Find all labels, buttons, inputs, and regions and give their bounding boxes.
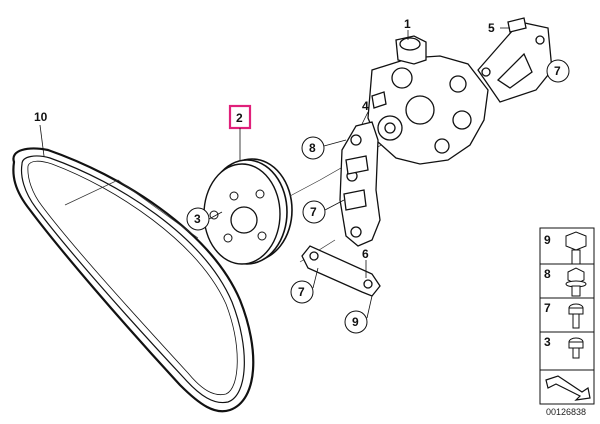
legend-label-8: 8 [544,267,551,281]
callout-5: 5 [488,21,495,35]
pulley[interactable] [203,158,293,265]
callout-9: 9 [352,315,359,329]
callout-8: 8 [309,141,316,155]
callout-7-upper: 7 [554,64,561,78]
bolt-hex-flange-icon [565,267,587,297]
callout-7-lower: 7 [298,285,305,299]
bolt-hex-long-icon [565,231,587,265]
callout-1: 1 [404,17,411,31]
callout-6: 6 [362,247,369,261]
callout-4: 4 [362,99,369,113]
drive-belt[interactable] [12,147,255,413]
mounting-bracket[interactable] [339,121,381,247]
bolt-socket-icon [568,303,584,329]
direction-arrow-icon [545,375,591,401]
bolt-short-icon [568,337,584,359]
document-number: 00126838 [546,407,586,417]
callout-2: 2 [236,111,243,125]
power-steering-pump[interactable] [367,35,489,165]
legend-label-9: 9 [544,233,551,247]
callout-7-middle: 7 [310,205,317,219]
fastener-legend: 9 8 7 3 [539,227,595,405]
upper-bracket[interactable] [477,17,553,103]
legend-label-3: 3 [544,335,551,349]
callout-10: 10 [34,110,48,124]
callout-3: 3 [194,212,201,226]
legend-label-7: 7 [544,301,551,315]
